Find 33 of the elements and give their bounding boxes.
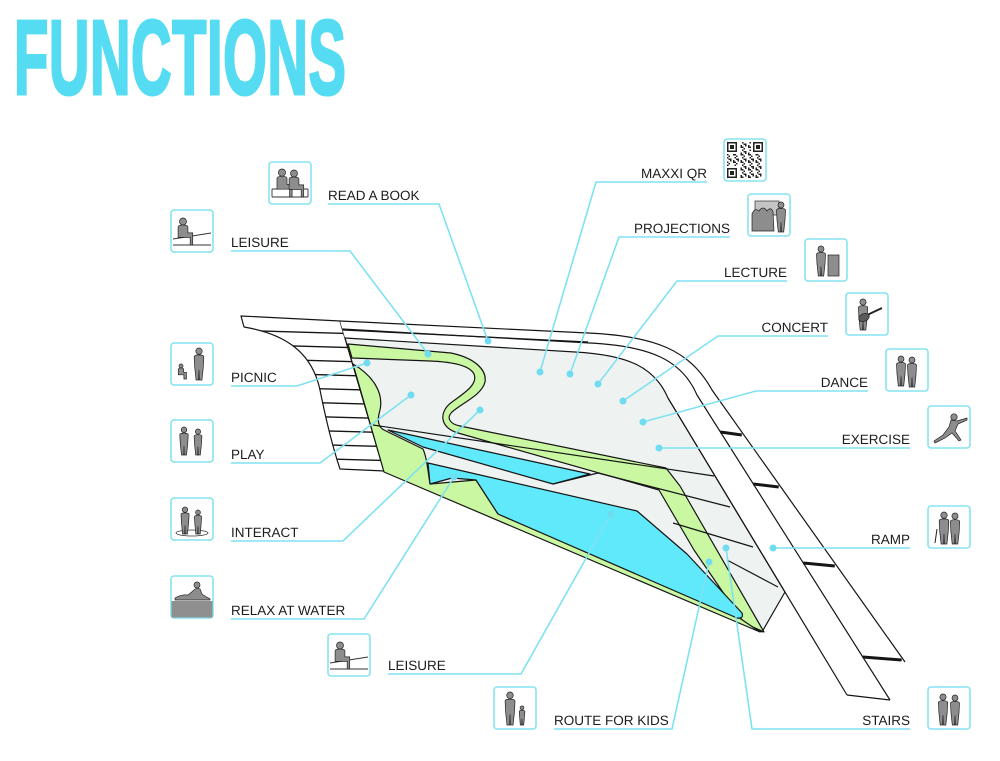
leader-line [231, 474, 458, 620]
function-label: EXERCISE [842, 433, 910, 448]
leader-line [231, 360, 370, 387]
leader-line [554, 558, 712, 730]
function-label: LEISURE [231, 236, 289, 251]
leader-line [566, 236, 730, 378]
leader-line [388, 510, 614, 675]
leader-line [231, 406, 484, 542]
function-label: RAMP [870, 533, 910, 548]
function-label: LECTURE [724, 266, 787, 281]
function-label: DANCE [820, 376, 868, 391]
function-label: MAXXI QR [640, 167, 707, 182]
leader-line [231, 392, 414, 464]
function-label: READ A BOOK [328, 189, 420, 204]
leader-line [656, 444, 910, 452]
function-label: STAIRS [862, 714, 910, 729]
leader-line [770, 544, 910, 552]
function-label: PLAY [231, 448, 265, 463]
function-label: LEISURE [388, 659, 446, 674]
leader-line [722, 544, 910, 730]
leader-line [640, 390, 868, 426]
leader-line [594, 280, 787, 388]
function-label: PROJECTIONS [634, 222, 730, 237]
function-label: CONCERT [761, 321, 828, 336]
function-label: RELAX AT WATER [231, 604, 346, 619]
leader-line [328, 203, 492, 344]
leader-line [536, 181, 707, 376]
function-label: ROUTE FOR KIDS [554, 714, 669, 729]
leader-line [231, 250, 432, 358]
function-label: INTERACT [231, 526, 298, 541]
function-label: PICNIC [231, 371, 277, 386]
leader-line [620, 335, 828, 404]
diagram-title: FUNCTIONS [14, 5, 346, 111]
